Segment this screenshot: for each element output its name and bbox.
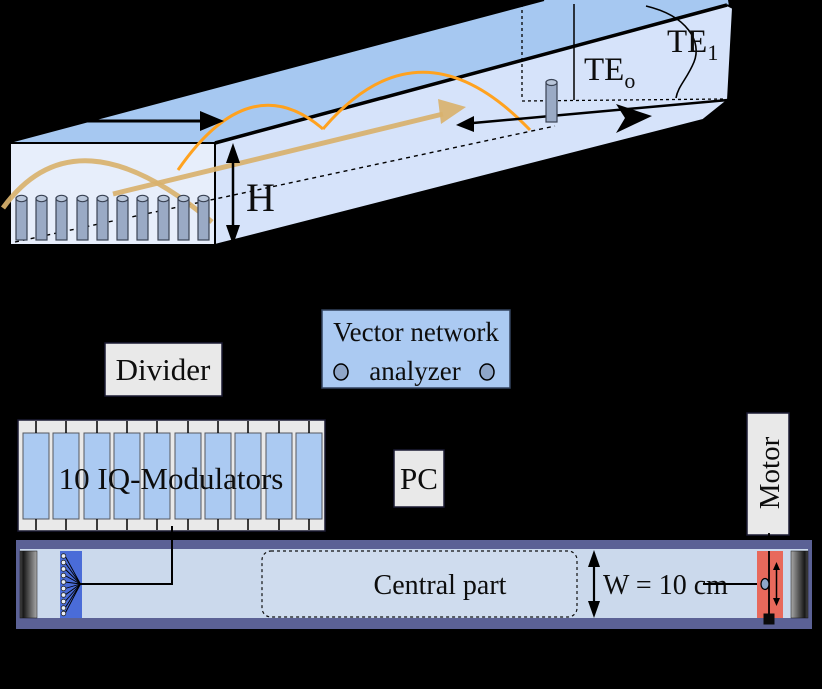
width-arrowhead-bottom	[588, 601, 600, 618]
top-front-edge	[214, 3, 728, 145]
antenna-fan-lines	[64, 555, 81, 614]
propagation-arrowhead	[200, 111, 224, 131]
antenna-pin	[76, 194, 89, 241]
iq-module	[22, 432, 50, 520]
h-arrowhead-bottom	[226, 225, 240, 245]
probe-position-marker	[763, 613, 775, 625]
bottom-front-edge	[214, 119, 704, 246]
top-back-edge	[9, 0, 545, 143]
field-arc-tan	[0, 158, 214, 224]
axis-ray-tan	[112, 111, 444, 197]
pc-label: PC	[400, 461, 438, 496]
field-arc-orange	[176, 70, 532, 171]
motor-box	[746, 412, 790, 536]
antenna-pin	[177, 194, 190, 241]
iq-module-ticks	[35, 421, 310, 530]
waveguide-3d: H TEo TE1	[0, 0, 735, 246]
probe-travel-arrowhead-top	[773, 562, 780, 570]
antenna-pin	[157, 194, 170, 241]
axis-ray-arrowhead	[438, 99, 466, 124]
antenna-pin	[55, 194, 68, 241]
te1-label: TE1	[667, 24, 718, 65]
divider-box	[104, 342, 223, 397]
receive-pin	[545, 78, 558, 123]
antenna-pin	[96, 194, 109, 241]
motor-label: Motor	[754, 436, 786, 509]
absorber-right	[790, 550, 809, 619]
open-end-edge	[702, 4, 735, 121]
antenna-pin	[35, 194, 48, 241]
forward-wave-arrowhead	[616, 104, 652, 133]
h-label: H	[246, 175, 275, 220]
pc-box	[393, 449, 445, 508]
vna-label-line1: Vector network	[333, 317, 499, 347]
vna-port-right	[479, 363, 495, 381]
vna-label-line2: analyzer	[369, 356, 460, 386]
antenna-pin	[136, 194, 149, 241]
antenna-pin	[197, 194, 210, 241]
iq-modulators-label: 10 IQ-Modulators	[59, 461, 284, 496]
h-arrowhead-top	[226, 143, 240, 163]
floor-front-edge	[461, 98, 729, 126]
central-part-label: Central part	[374, 570, 507, 601]
setup-blocks: Divider Vector network analyzer	[17, 309, 790, 536]
iq-module	[295, 432, 323, 520]
te0-label: TEo	[584, 52, 635, 93]
hidden-end-horizontal-edge	[521, 98, 725, 102]
divider-label: Divider	[116, 352, 211, 387]
absorber-left	[19, 550, 38, 619]
waveguide-top-view: Central part W = 10 cm	[16, 512, 812, 629]
vna-box	[321, 309, 511, 389]
probe-connector	[760, 577, 770, 591]
antenna-pin	[116, 194, 129, 241]
mode-boundary-curve	[645, 5, 697, 99]
waveguide-top-face	[10, 0, 729, 143]
feed-line	[80, 526, 173, 585]
central-part	[261, 550, 578, 618]
antenna-pin	[15, 194, 28, 241]
backward-wave-arrowhead	[456, 116, 474, 132]
antenna-ports	[60, 553, 67, 617]
width-arrowhead-top	[588, 550, 600, 567]
vna-port-left	[333, 363, 349, 381]
probe-travel-arrowhead-bottom	[773, 598, 780, 606]
width-label: W = 10 cm	[603, 570, 728, 601]
